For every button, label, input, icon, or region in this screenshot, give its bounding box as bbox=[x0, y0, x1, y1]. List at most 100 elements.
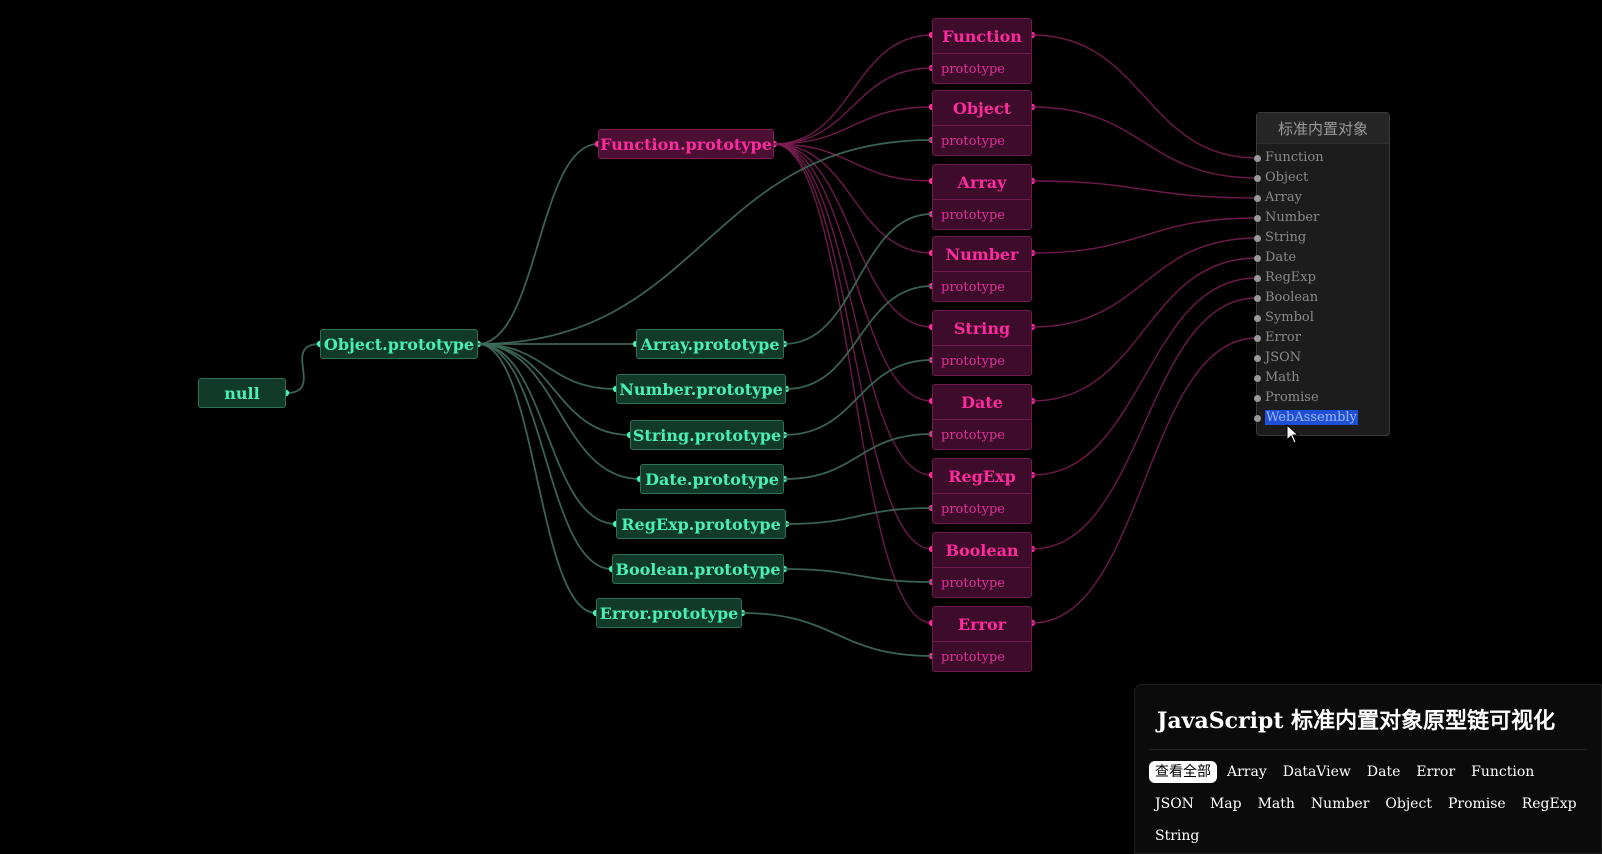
regexp-prototype-label: RegExp.prototype bbox=[621, 514, 781, 534]
builtin-item-symbol[interactable]: Symbol bbox=[1254, 308, 1389, 328]
connection-wire bbox=[773, 67, 933, 145]
builtin-item-json[interactable]: JSON bbox=[1254, 348, 1389, 368]
connection-wire bbox=[1031, 297, 1258, 550]
builtin-label: Promise bbox=[1265, 390, 1319, 405]
date-prototype-label: Date.prototype bbox=[645, 469, 779, 489]
connection-wire bbox=[741, 612, 933, 657]
filter-chip-array[interactable]: Array bbox=[1227, 764, 1267, 780]
connection-wire bbox=[1031, 180, 1258, 199]
boolean-prototype-node[interactable]: Boolean.prototype bbox=[612, 554, 784, 584]
filter-chip-function[interactable]: Function bbox=[1471, 764, 1535, 780]
filter-chip-dataview[interactable]: DataView bbox=[1282, 764, 1351, 780]
port-dot bbox=[1254, 275, 1261, 282]
builtin-item-regexp[interactable]: RegExp bbox=[1254, 268, 1389, 288]
filter-chip-map[interactable]: Map bbox=[1209, 796, 1242, 812]
object-constructor-node[interactable]: Object prototype bbox=[932, 90, 1032, 156]
string-prototype-slot[interactable]: prototype bbox=[941, 354, 1005, 369]
connection-wire bbox=[773, 143, 933, 624]
boolean-constructor-name: Boolean bbox=[933, 533, 1031, 568]
connection-wire bbox=[773, 106, 933, 145]
connection-wire bbox=[785, 507, 933, 525]
connection-wire bbox=[477, 343, 617, 525]
filter-chip-date[interactable]: Date bbox=[1366, 764, 1401, 780]
filter-chip-regexp[interactable]: RegExp bbox=[1521, 796, 1577, 812]
connection-wire bbox=[773, 143, 933, 476]
port-dot bbox=[1254, 395, 1261, 402]
date-constructor-node[interactable]: Date prototype bbox=[932, 384, 1032, 450]
builtin-label: Object bbox=[1265, 170, 1309, 185]
regexp-prototype-node[interactable]: RegExp.prototype bbox=[616, 509, 786, 539]
connection-wire bbox=[1031, 257, 1258, 402]
function-constructor-node[interactable]: Function prototype bbox=[932, 18, 1032, 84]
filter-chip-promise[interactable]: Promise bbox=[1447, 796, 1506, 812]
connection-wire bbox=[477, 343, 597, 614]
builtin-label: Boolean bbox=[1265, 290, 1319, 305]
number-constructor-name: Number bbox=[933, 237, 1031, 272]
function-prototype-slot[interactable]: prototype bbox=[941, 62, 1005, 77]
connection-wire bbox=[1031, 237, 1258, 328]
object-constructor-name: Object bbox=[933, 91, 1031, 126]
filter-chip-number[interactable]: Number bbox=[1310, 796, 1370, 812]
builtin-item-function[interactable]: Function bbox=[1254, 148, 1389, 168]
builtin-item-number[interactable]: Number bbox=[1254, 208, 1389, 228]
object-prototype-label: Object.prototype bbox=[323, 334, 475, 354]
error-constructor-node[interactable]: Error prototype bbox=[932, 606, 1032, 672]
connection-wire bbox=[773, 143, 933, 328]
connection-wire bbox=[477, 343, 641, 480]
control-panel: JavaScript 标准内置对象原型链可视化 查看全部 Array DataV… bbox=[1134, 684, 1602, 854]
error-prototype-slot[interactable]: prototype bbox=[941, 650, 1005, 665]
connection-wire bbox=[783, 359, 933, 436]
builtin-item-webassembly[interactable]: WebAssembly bbox=[1254, 408, 1389, 428]
filter-chip-string[interactable]: String bbox=[1155, 828, 1200, 844]
filter-chip-json[interactable]: JSON bbox=[1155, 796, 1194, 812]
builtin-item-math[interactable]: Math bbox=[1254, 368, 1389, 388]
number-prototype-node[interactable]: Number.prototype bbox=[616, 374, 786, 404]
regexp-constructor-node[interactable]: RegExp prototype bbox=[932, 458, 1032, 524]
filter-chip-math[interactable]: Math bbox=[1257, 796, 1295, 812]
number-constructor-node[interactable]: Number prototype bbox=[932, 236, 1032, 302]
error-prototype-node[interactable]: Error.prototype bbox=[596, 598, 742, 628]
string-constructor-node[interactable]: String prototype bbox=[932, 310, 1032, 376]
builtin-label: Function bbox=[1265, 150, 1324, 165]
port-dot bbox=[1254, 235, 1261, 242]
builtin-label: Symbol bbox=[1265, 310, 1314, 325]
object-prototype-slot[interactable]: prototype bbox=[941, 134, 1005, 149]
date-prototype-slot[interactable]: prototype bbox=[941, 428, 1005, 443]
connection-wire bbox=[773, 143, 933, 550]
builtin-item-object[interactable]: Object bbox=[1254, 168, 1389, 188]
null-node[interactable]: null bbox=[198, 378, 286, 408]
array-prototype-slot[interactable]: prototype bbox=[941, 208, 1005, 223]
function-prototype-node[interactable]: Function.prototype bbox=[598, 129, 774, 159]
port-dot bbox=[1254, 335, 1261, 342]
string-prototype-label: String.prototype bbox=[632, 425, 782, 445]
filter-chip-error[interactable]: Error bbox=[1416, 764, 1456, 780]
date-prototype-node[interactable]: Date.prototype bbox=[640, 464, 784, 494]
port-dot bbox=[1254, 255, 1261, 262]
regexp-prototype-slot[interactable]: prototype bbox=[941, 502, 1005, 517]
filter-chip-all[interactable]: 查看全部 bbox=[1149, 761, 1217, 783]
builtin-item-boolean[interactable]: Boolean bbox=[1254, 288, 1389, 308]
array-prototype-node[interactable]: Array.prototype bbox=[636, 329, 784, 359]
function-prototype-label: Function.prototype bbox=[600, 134, 772, 154]
builtin-item-error[interactable]: Error bbox=[1254, 328, 1389, 348]
filter-chip-object[interactable]: Object bbox=[1385, 796, 1432, 812]
port-dot bbox=[1254, 155, 1261, 162]
boolean-constructor-node[interactable]: Boolean prototype bbox=[932, 532, 1032, 598]
array-constructor-node[interactable]: Array prototype bbox=[932, 164, 1032, 230]
connection-wire bbox=[773, 143, 933, 254]
builtin-item-array[interactable]: Array bbox=[1254, 188, 1389, 208]
object-prototype-node[interactable]: Object.prototype bbox=[320, 329, 478, 359]
builtins-list-panel: 标准内置对象 Function Object Array Number Stri… bbox=[1254, 112, 1390, 436]
error-prototype-label: Error.prototype bbox=[599, 603, 739, 623]
port-dot bbox=[1254, 315, 1261, 322]
builtin-item-date[interactable]: Date bbox=[1254, 248, 1389, 268]
builtin-item-promise[interactable]: Promise bbox=[1254, 388, 1389, 408]
string-prototype-node[interactable]: String.prototype bbox=[630, 420, 784, 450]
number-prototype-slot[interactable]: prototype bbox=[941, 280, 1005, 295]
builtins-title: 标准内置对象 bbox=[1257, 113, 1389, 144]
mouse-pointer-icon bbox=[1286, 424, 1300, 444]
boolean-prototype-slot[interactable]: prototype bbox=[941, 576, 1005, 591]
date-constructor-name: Date bbox=[933, 385, 1031, 420]
builtin-item-string[interactable]: String bbox=[1254, 228, 1389, 248]
panel-title: JavaScript 标准内置对象原型链可视化 bbox=[1157, 708, 1556, 734]
